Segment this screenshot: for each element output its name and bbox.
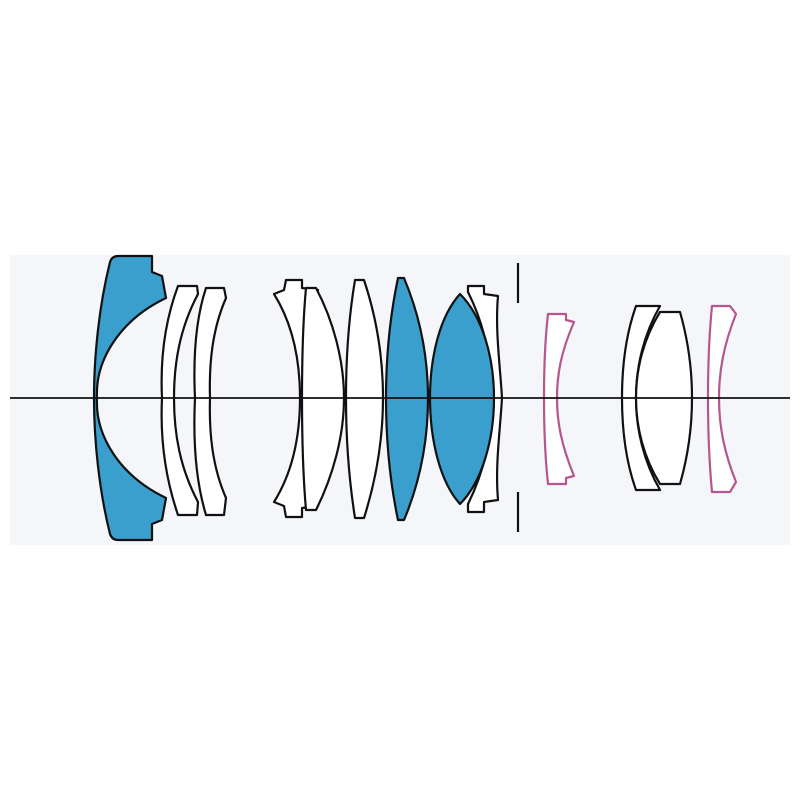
lens-element-2 (160, 284, 200, 517)
lens-element-5 (300, 286, 346, 512)
lens-element-10-aspherical (542, 312, 576, 486)
lens-element-6 (344, 278, 385, 520)
lens-element-3 (193, 286, 228, 517)
lens-element-12-aspherical (706, 304, 738, 494)
lens-element-7 (384, 276, 430, 522)
lens-element-8 (428, 292, 496, 506)
